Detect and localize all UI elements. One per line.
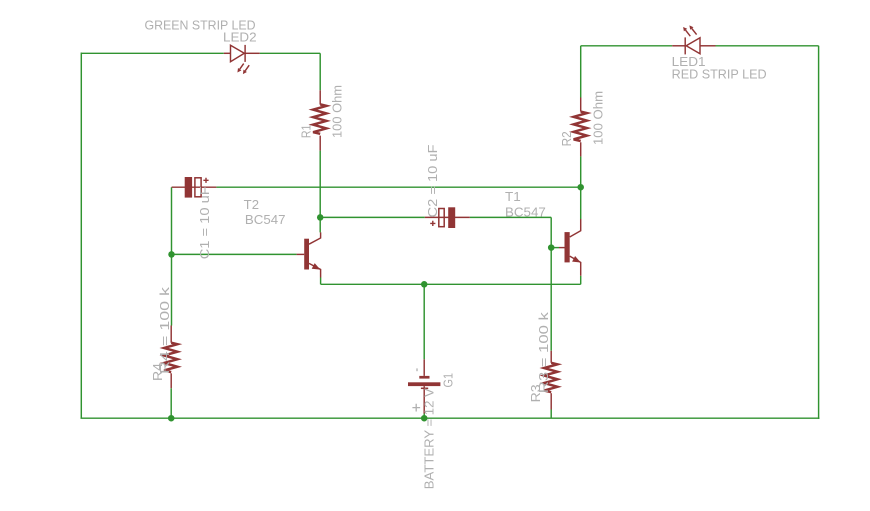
svg-text:LED1: LED1 bbox=[672, 55, 706, 69]
svg-text:100 Ohm: 100 Ohm bbox=[592, 91, 606, 145]
svg-text:C1 = 10 uF: C1 = 10 uF bbox=[198, 186, 212, 259]
svg-text:R4: R4 bbox=[151, 363, 165, 381]
svg-text:BATTERY = 12 V: BATTERY = 12 V bbox=[423, 388, 437, 490]
svg-text:C2 = 10 uF: C2 = 10 uF bbox=[426, 144, 440, 217]
svg-text:R3: R3 bbox=[529, 384, 543, 402]
svg-text:GREEN STRIP LED: GREEN STRIP LED bbox=[145, 18, 256, 32]
svg-text:RED STRIP LED: RED STRIP LED bbox=[672, 67, 767, 81]
svg-text:R1: R1 bbox=[300, 125, 314, 139]
svg-text:T2: T2 bbox=[244, 198, 259, 212]
svg-text:T1: T1 bbox=[505, 190, 521, 204]
svg-text:R4 = 100 k: R4 = 100 k bbox=[158, 286, 172, 374]
svg-text:BC547: BC547 bbox=[245, 213, 286, 227]
svg-text:LED2: LED2 bbox=[223, 30, 257, 44]
svg-text:R2: R2 bbox=[560, 131, 574, 146]
svg-text:G1: G1 bbox=[441, 373, 455, 388]
svg-text:100 Ohm: 100 Ohm bbox=[331, 85, 345, 138]
svg-text:BC547: BC547 bbox=[505, 205, 546, 219]
svg-text:R3 = 100 k: R3 = 100 k bbox=[537, 311, 551, 393]
